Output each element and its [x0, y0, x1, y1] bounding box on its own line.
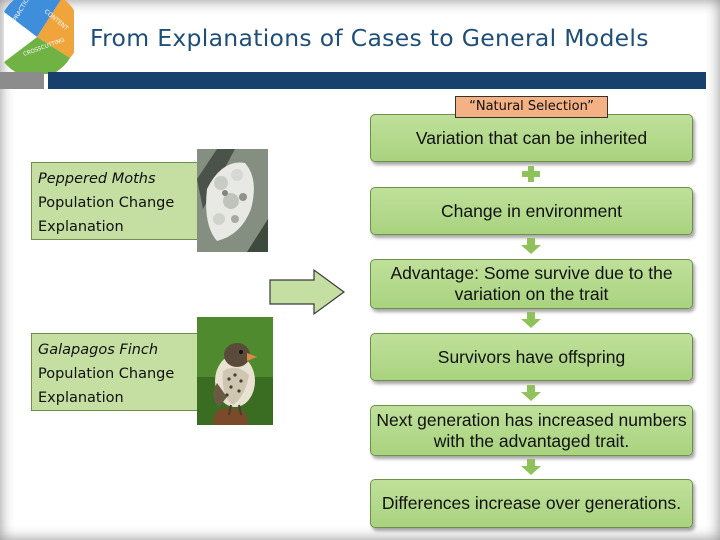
step-text: Differences increase over generations. [381, 493, 682, 513]
case-line: Population Change [38, 366, 175, 382]
step-text: Advantage: Some survive due to the varia… [390, 263, 673, 304]
case-peppered-moths: Peppered Moths Population Change Explana… [31, 162, 201, 240]
case-galapagos-finch: Galapagos Finch Population Change Explan… [31, 333, 201, 411]
down-arrow-icon [521, 385, 541, 401]
step-differences-increase: Differences increase over generations. [370, 479, 693, 528]
step-text: Survivors have offspring [437, 346, 626, 367]
case-line: Explanation [38, 390, 124, 406]
right-arrow-icon [269, 268, 346, 316]
case-line: Population Change [38, 195, 175, 211]
down-arrow-icon [521, 459, 541, 475]
finch-photo [197, 317, 273, 425]
header-band-blue [48, 72, 706, 89]
step-survivors-offspring: Survivors have offspring [370, 333, 693, 381]
plus-connector-icon [522, 166, 540, 182]
step-advantage: Advantage: Some survive due to the varia… [370, 259, 693, 309]
case-line: Explanation [38, 219, 124, 235]
case-title: Peppered Moths [38, 171, 156, 187]
logo-icon: PRACTICES CONTENT CROSSCUTTING [4, 0, 74, 74]
case-title: Galapagos Finch [38, 342, 159, 358]
step-next-generation: Next generation has increased numbers wi… [370, 405, 693, 456]
step-text: Variation that can be inherited [415, 127, 648, 148]
natural-selection-label: “Natural Selection” [455, 96, 608, 118]
slide-title: From Explanations of Cases to General Mo… [90, 24, 649, 52]
step-text: Change in environment [441, 200, 622, 221]
peppered-moth-photo [197, 149, 268, 252]
down-arrow-icon [521, 238, 541, 254]
step-variation: Variation that can be inherited [370, 114, 693, 162]
step-text: Next generation has increased numbers wi… [376, 409, 687, 451]
step-environment-change: Change in environment [370, 187, 693, 235]
header-band-gray [0, 72, 44, 89]
down-arrow-icon [521, 312, 541, 328]
